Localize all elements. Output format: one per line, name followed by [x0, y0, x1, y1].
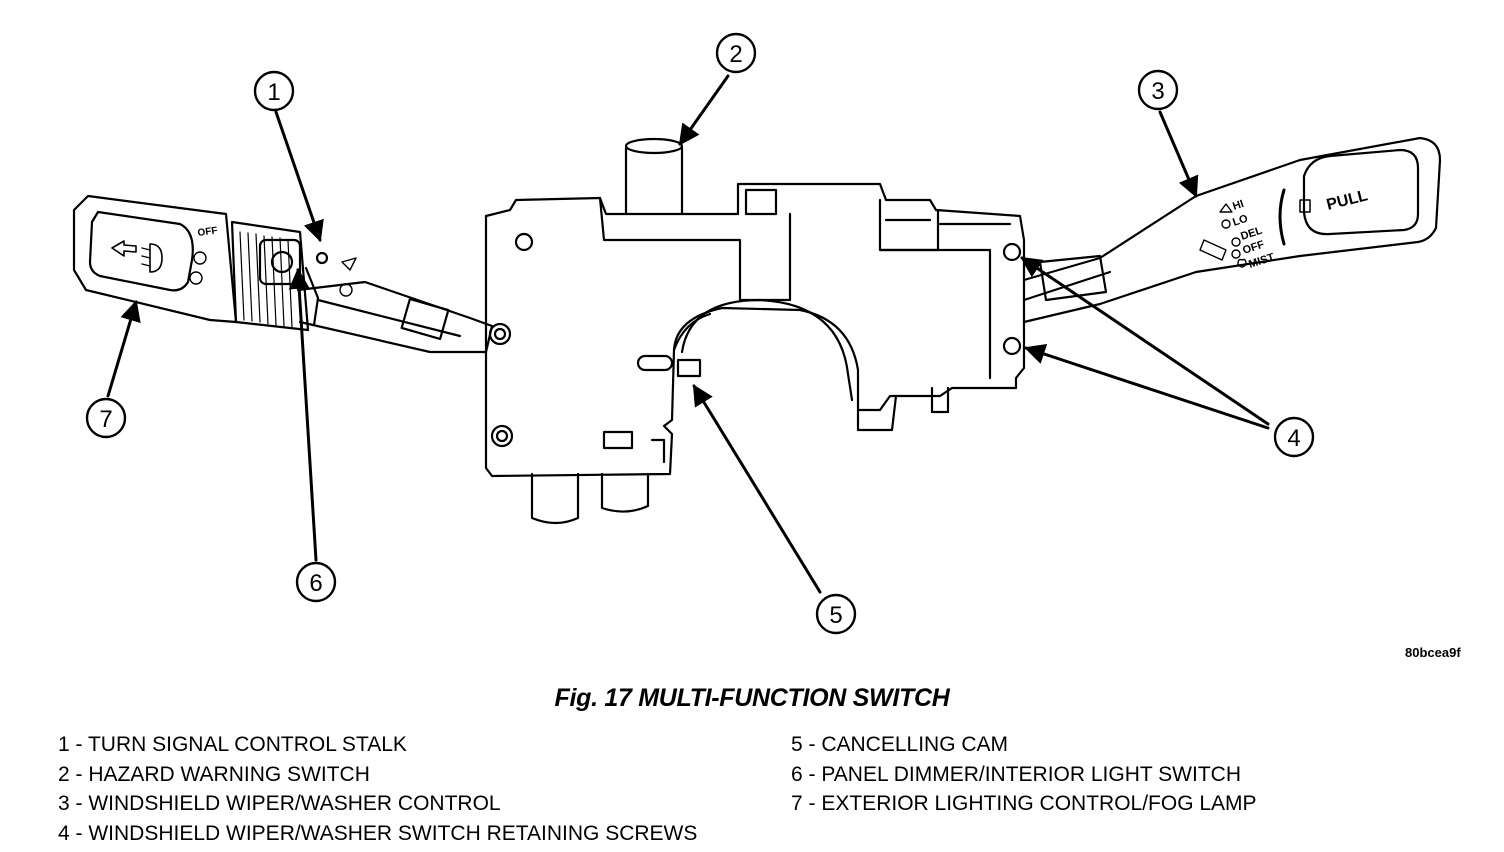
leader-arrows — [106, 74, 1270, 594]
hazard-warning-switch — [624, 137, 684, 216]
legend-item: 7 - EXTERIOR LIGHTING CONTROL/FOG LAMP — [791, 792, 1257, 815]
callout-7: 7 — [99, 406, 112, 433]
legend-right: 5 - CANCELLING CAM 6 - PANEL DIMMER/INTE… — [791, 730, 1257, 819]
figure-code: 80bcea9f — [1405, 645, 1461, 660]
callout-6: 6 — [309, 570, 322, 597]
legend-item: 1 - TURN SIGNAL CONTROL STALK — [58, 733, 407, 756]
figure-caption: Fig. 17 MULTI-FUNCTION SWITCH — [554, 684, 950, 712]
legend-item: 2 - HAZARD WARNING SWITCH — [58, 762, 370, 786]
switch-housing — [484, 137, 1026, 525]
legend-item: 5 - CANCELLING CAM — [791, 733, 1009, 756]
left-stalk-off-label: OFF — [197, 225, 218, 239]
callout-4: 4 — [1287, 425, 1300, 452]
callout-1: 1 — [267, 79, 280, 106]
callout-3: 3 — [1151, 78, 1164, 105]
legend-item: 6 - PANEL DIMMER/INTERIOR LIGHT SWITCH — [791, 762, 1241, 786]
pull-button-label: PULL — [1325, 187, 1370, 214]
legend-item: 3 - WINDSHIELD WIPER/WASHER CONTROL — [58, 792, 501, 815]
legend-item: 4 - WINDSHIELD WIPER/WASHER SWITCH RETAI… — [58, 821, 698, 845]
callout-2: 2 — [729, 41, 742, 68]
turn-signal-stalk — [72, 194, 494, 354]
callout-5: 5 — [829, 602, 842, 629]
wiper-lo-label: LO — [1231, 213, 1250, 229]
legend-left: 1 - TURN SIGNAL CONTROL STALK 2 - HAZARD… — [58, 730, 697, 848]
wiper-washer-stalk — [1022, 136, 1442, 324]
wiper-hi-label: HI — [1231, 198, 1245, 213]
